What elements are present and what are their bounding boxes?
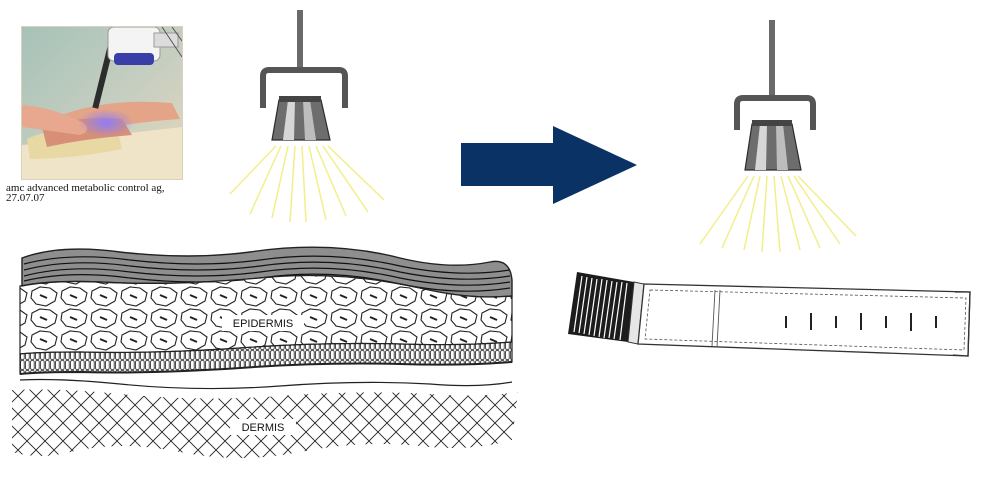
light-rays-left bbox=[229, 145, 385, 223]
vial-cap bbox=[568, 272, 645, 345]
caption-line-1: amc advanced metabolic control ag, bbox=[6, 182, 165, 194]
uv-lamp-icon bbox=[260, 10, 348, 141]
caption-line-2: 27.07.07 bbox=[6, 192, 45, 204]
dermis-label-bg bbox=[230, 419, 296, 435]
epidermis-label: EPIDERMIS bbox=[233, 318, 294, 330]
uv-lamp-icon bbox=[734, 20, 816, 171]
right-arrow-icon bbox=[461, 126, 637, 204]
uv-lamp-right bbox=[699, 20, 857, 253]
light-rays-right bbox=[699, 175, 857, 253]
photo-caption: amc advanced metabolic control ag, 27.07… bbox=[6, 182, 246, 204]
uv-treatment-photo bbox=[21, 26, 183, 180]
vial-graduations bbox=[785, 313, 937, 331]
epidermis-label-bg bbox=[222, 315, 304, 331]
dermis-label: DERMIS bbox=[242, 422, 285, 434]
stratum-corneum bbox=[21, 246, 513, 298]
uv-lamp-left bbox=[229, 10, 385, 223]
photo-illustration bbox=[22, 27, 182, 179]
skin-cross-section: EPIDERMIS DERMIS bbox=[12, 246, 518, 458]
test-tube-icon bbox=[568, 272, 971, 357]
